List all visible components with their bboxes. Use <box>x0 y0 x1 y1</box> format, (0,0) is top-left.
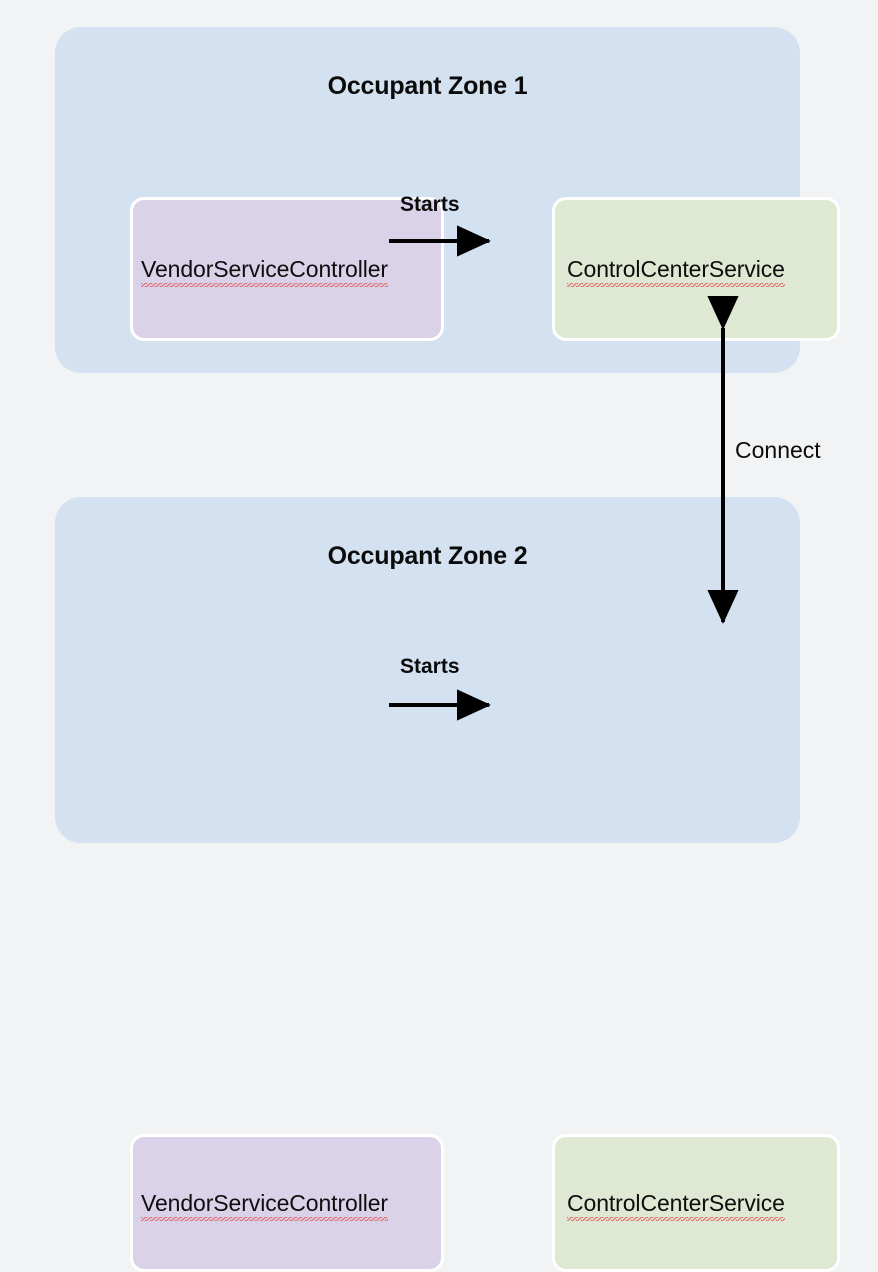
zone-occupant-zone-1[interactable]: Occupant Zone 1 VendorServiceController … <box>55 27 840 373</box>
zone-2-title: Occupant Zone 2 <box>327 542 528 570</box>
edge-label-connect: Connect <box>735 437 821 463</box>
node-label: VendorServiceController <box>141 1189 388 1221</box>
node-label: ControlCenterService <box>567 1189 785 1221</box>
diagram-canvas: Occupant Zone 1 VendorServiceController … <box>55 27 840 1272</box>
node-vendor-service-controller-zone-1[interactable]: VendorServiceController <box>130 197 444 341</box>
edge-label-starts-zone-1: Starts <box>400 193 460 216</box>
node-control-center-service-zone-1[interactable]: ControlCenterService <box>552 197 840 341</box>
zone-1-title: Occupant Zone 1 <box>327 72 528 100</box>
node-control-center-service-zone-2[interactable]: ControlCenterService <box>552 1134 840 1272</box>
node-label: VendorServiceController <box>141 255 388 287</box>
edge-label-starts-zone-2: Starts <box>400 655 460 678</box>
node-label: ControlCenterService <box>567 255 785 287</box>
node-vendor-service-controller-zone-2[interactable]: VendorServiceController <box>130 1134 444 1272</box>
